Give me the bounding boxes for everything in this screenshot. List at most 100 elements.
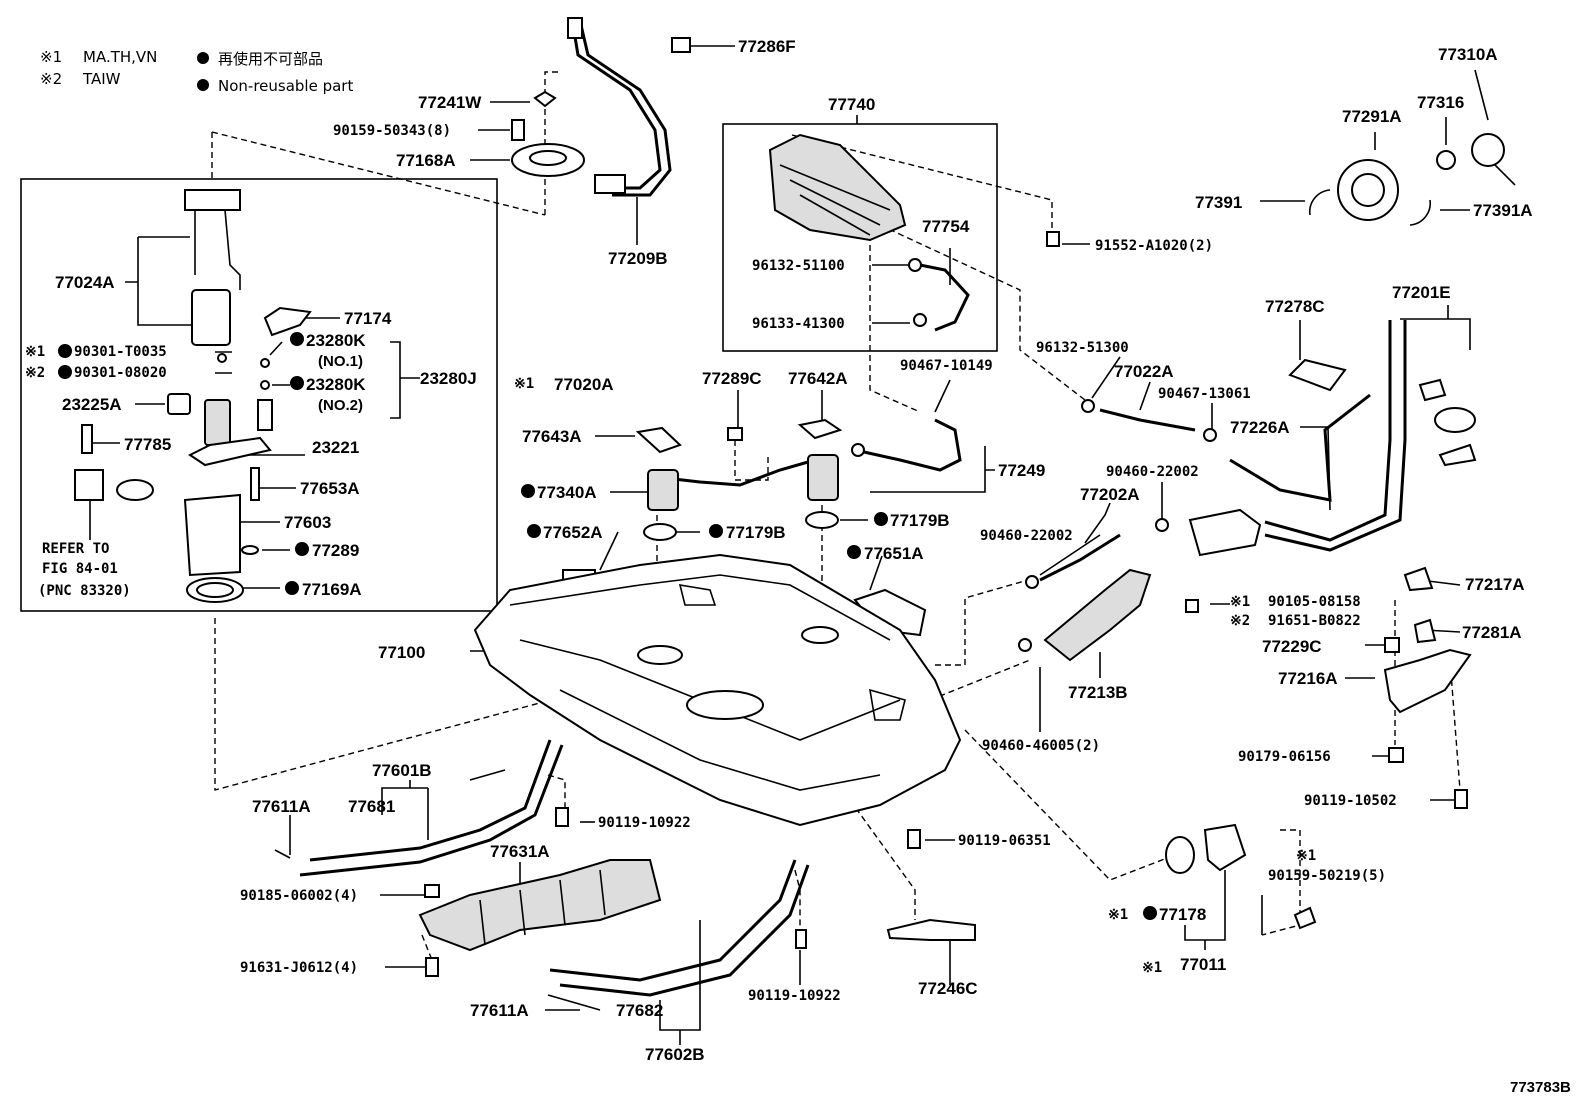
legend-dot-jp-icon <box>197 52 209 64</box>
label-77281a: 77281A <box>1462 623 1522 642</box>
label-77286f: 77286F <box>738 37 796 56</box>
nonreuse-dot-icon <box>709 524 723 538</box>
gasket-77316-icon <box>1436 150 1456 170</box>
bolt-90119-10922-b-icon <box>795 929 807 949</box>
label-90119-06351: 90119-06351 <box>958 833 1051 849</box>
label-77611a-a: 77611A <box>252 797 311 816</box>
hose-77022a-icon <box>1099 408 1196 432</box>
label-23280k-1-no: (NO.1) <box>318 353 363 370</box>
label-77754: 77754 <box>922 217 970 236</box>
gasket-77178-icon <box>1165 836 1195 874</box>
hose-77249-icon <box>854 418 962 472</box>
label-90119-10922-b: 90119-10922 <box>748 988 841 1004</box>
legend-note2-mark: ※2 <box>40 70 62 88</box>
figure-id: 773783B <box>1510 1079 1571 1096</box>
filler-hose-77213b-icon <box>1043 568 1152 662</box>
label-77226a: 77226A <box>1230 418 1290 437</box>
filter-23225a-icon <box>167 393 191 415</box>
nut-90179-icon <box>1388 747 1404 763</box>
label-90460-22002-b: 90460-22002 <box>1106 464 1199 480</box>
pump-flange-icon <box>184 189 241 211</box>
label-77278c: 77278C <box>1265 297 1325 316</box>
label-96132-51300: 96132-51300 <box>1036 340 1129 356</box>
legend-note1-mark: ※1 <box>40 48 62 66</box>
label-77168a: 77168A <box>396 151 456 170</box>
oring-icon <box>217 353 227 363</box>
bolt-90105-icon <box>1185 599 1199 613</box>
label-77024a: 77024A <box>55 273 115 292</box>
label-77643a: 77643A <box>522 427 582 446</box>
fuel-pump-assembly-box <box>20 178 498 612</box>
label-96133-41300: 96133-41300 <box>752 316 845 332</box>
fuel-pump-23221-icon <box>204 399 231 446</box>
hose-clamp-icon <box>908 258 922 272</box>
label-23225a: 23225A <box>62 395 122 414</box>
cup-77603-icon <box>183 493 241 577</box>
label-91631-j0612: 91631-J0612(4) <box>240 960 358 976</box>
mark-n1-f: ※1 <box>1142 960 1162 976</box>
clip-77286f-icon <box>671 37 691 53</box>
gasket-77179b-b-icon <box>805 511 839 529</box>
label-90460-46005: 90460-46005(2) <box>982 738 1100 754</box>
mark-n1-e: ※1 <box>1296 848 1316 864</box>
nonreuse-dot-icon <box>295 542 309 556</box>
fuel-tube-icon <box>571 24 662 190</box>
label-77291a: 77291A <box>1342 107 1402 126</box>
inlet-77011-icon <box>1203 823 1247 872</box>
label-77310a: 77310A <box>1438 45 1498 64</box>
label-77631a: 77631A <box>490 842 550 861</box>
clip-77201e-icon <box>1418 378 1447 402</box>
pipe-clamp-icon <box>594 174 626 194</box>
gasket-77179b-a-icon <box>643 523 677 541</box>
label-77249: 77249 <box>998 461 1045 480</box>
label-77217a: 77217A <box>1465 575 1525 594</box>
fuel-cap-77310a-icon <box>1471 133 1505 167</box>
bracket-77217a-icon <box>1403 566 1434 592</box>
label-77229c: 77229C <box>1262 637 1322 656</box>
leader-lines <box>92 45 1489 1045</box>
pump-bracket-icon <box>188 436 272 467</box>
bolt-91552-icon <box>1046 231 1060 247</box>
nonreuse-dot-icon <box>527 524 541 538</box>
refer-line3: (PNC 83320) <box>38 583 131 599</box>
nonreuse-dot-icon <box>521 484 535 498</box>
nonreuse-dot-icon <box>285 581 299 595</box>
label-77289c: 77289C <box>702 369 762 388</box>
bolt-90119-10922-a-icon <box>555 807 569 827</box>
label-77209b: 77209B <box>608 249 668 268</box>
label-77202a: 77202A <box>1080 485 1140 504</box>
mark-n1-d: ※1 <box>1108 907 1128 923</box>
cut-valve-icon <box>807 454 839 501</box>
clip-77289-icon <box>241 545 259 555</box>
label-77201e: 77201E <box>1392 283 1451 302</box>
label-77602b: 77602B <box>645 1045 705 1064</box>
nonreuse-dot-icon <box>847 545 861 559</box>
label-77011: 77011 <box>1180 955 1226 974</box>
label-77391: 77391 <box>1195 193 1242 212</box>
label-90460-22002-a: 90460-22002 <box>980 528 1073 544</box>
bolt-90119-10502-icon <box>1454 789 1468 809</box>
mark-n1-c: ※1 <box>1230 594 1250 610</box>
nonreuse-dot-icon <box>290 376 304 390</box>
nonreuse-dot-icon <box>1143 906 1157 920</box>
label-77651a: 77651A <box>864 544 924 563</box>
nonreuse-dot-icon <box>874 512 888 526</box>
hose-77202a-icon <box>1039 533 1121 582</box>
mark-n1-a: ※1 <box>25 344 45 360</box>
label-77174: 77174 <box>344 309 392 328</box>
nonreuse-dot-icon <box>58 365 72 379</box>
bolt-icon <box>511 119 525 141</box>
vent-line-icon <box>664 458 816 487</box>
label-77391a: 77391A <box>1473 201 1533 220</box>
label-77216a: 77216A <box>1278 669 1338 688</box>
label-23221: 23221 <box>312 438 359 457</box>
label-77246c: 77246C <box>918 979 978 998</box>
filler-pipe-icon <box>1264 320 1407 552</box>
label-23280k-2-no: (NO.2) <box>318 397 363 414</box>
nonreuse-dot-icon <box>290 332 304 346</box>
refer-line2: FIG 84-01 <box>42 561 118 577</box>
clamp-77229c-icon <box>1384 637 1400 653</box>
bracket-77174-icon <box>263 306 312 337</box>
label-90301-t0035: 90301-T0035 <box>74 344 167 360</box>
